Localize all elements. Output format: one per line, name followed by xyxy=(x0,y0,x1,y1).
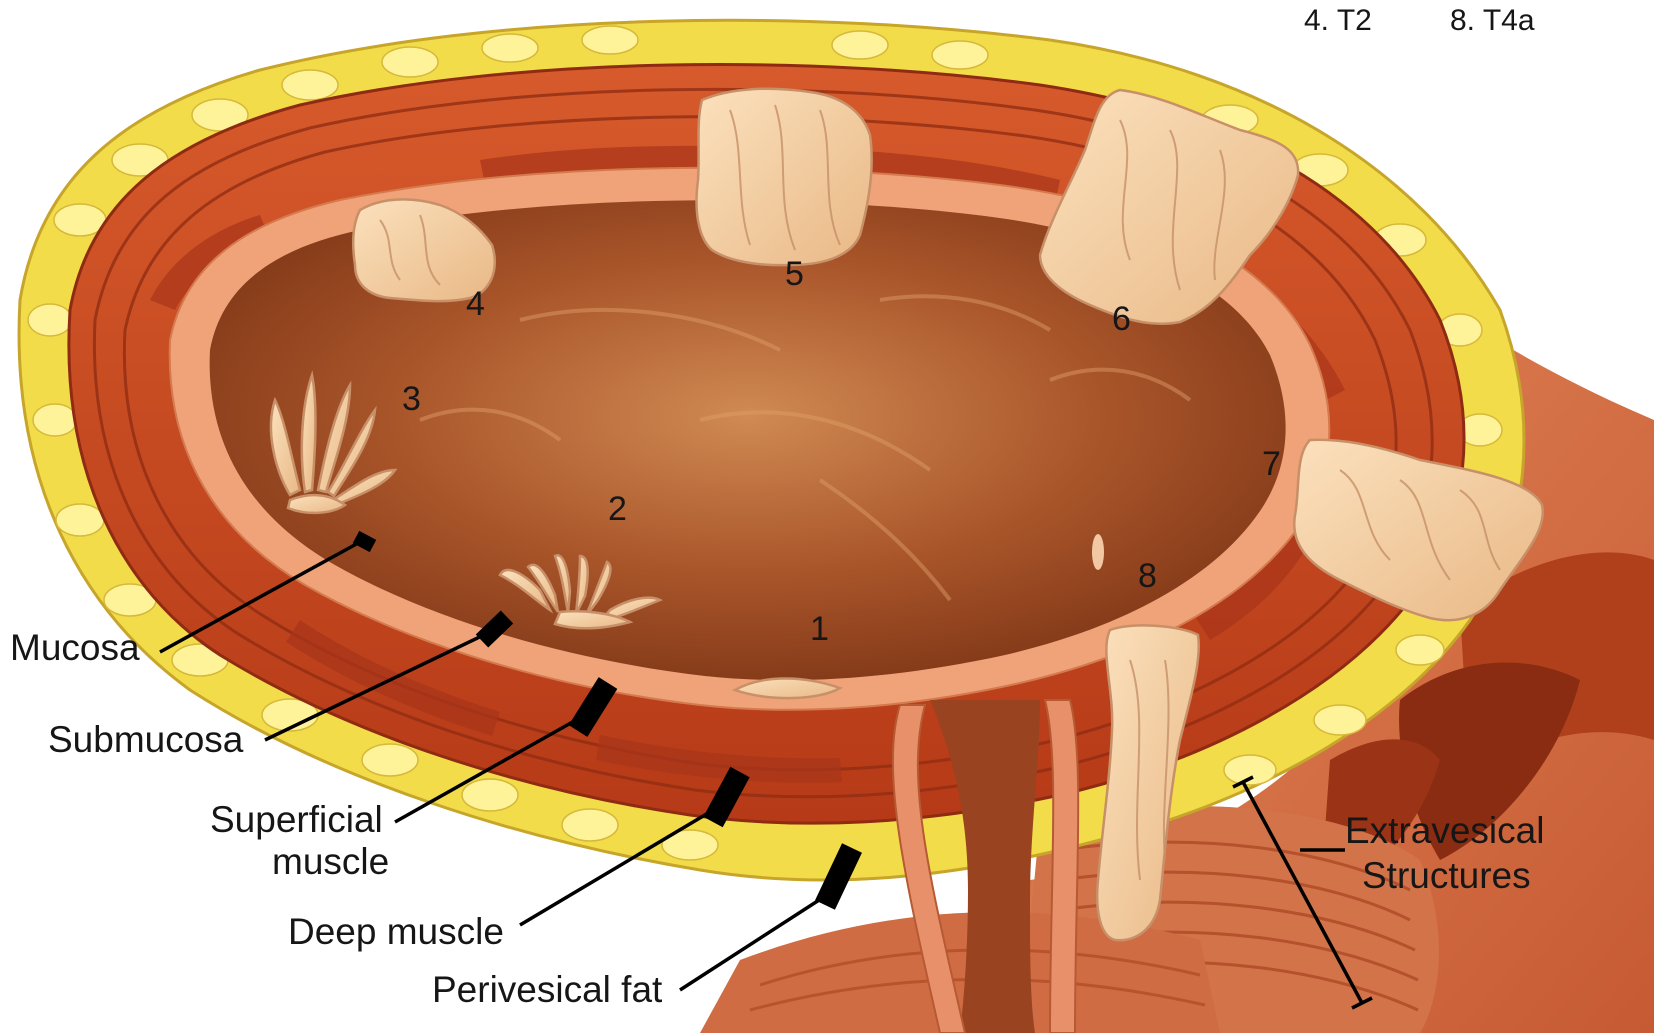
label-submucosa: Submucosa xyxy=(48,719,244,760)
legend-item-8: 8. T4a xyxy=(1450,4,1535,37)
label-extravesical-line1: Extravesical xyxy=(1345,810,1544,851)
tumor-label-3: 3 xyxy=(402,380,421,418)
stage-legend: 4. T2 8. T4a xyxy=(1304,4,1535,37)
tumor-label-4: 4 xyxy=(466,285,485,323)
tumor-label-2: 2 xyxy=(608,490,627,528)
tumor-label-5: 5 xyxy=(785,255,804,293)
tumor-label-6: 6 xyxy=(1112,300,1131,338)
tumor-label-1: 1 xyxy=(810,610,829,648)
legend-item-4: 4. T2 xyxy=(1304,4,1372,37)
tumor-label-7: 7 xyxy=(1262,445,1281,483)
label-deep-muscle: Deep muscle xyxy=(288,911,504,952)
label-mucosa: Mucosa xyxy=(10,627,140,668)
label-perivesical-fat: Perivesical fat xyxy=(432,969,663,1010)
label-superficial-muscle-line1: Superficial xyxy=(210,799,383,840)
label-superficial-muscle-line2: muscle xyxy=(272,841,389,882)
label-extravesical-line2: Structures xyxy=(1362,855,1531,896)
tumor-label-8: 8 xyxy=(1138,557,1157,595)
